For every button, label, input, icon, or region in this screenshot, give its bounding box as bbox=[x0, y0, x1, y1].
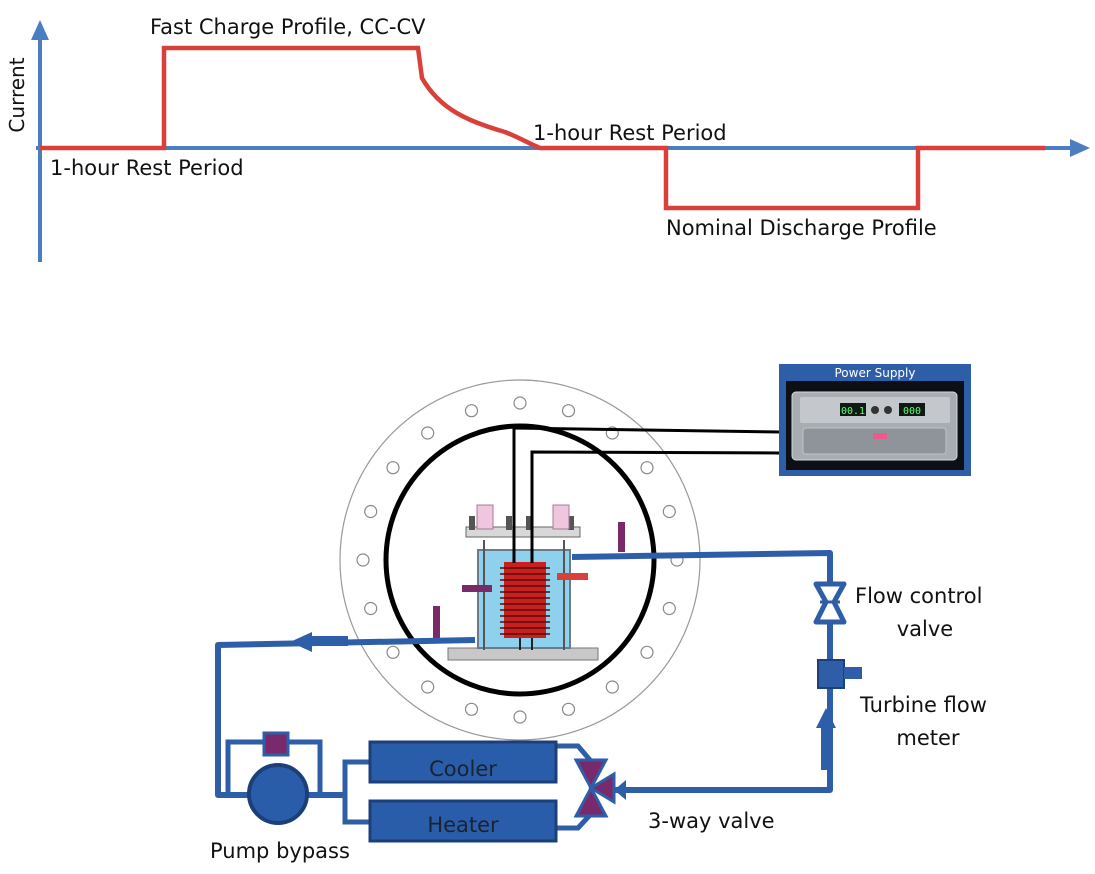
turbine-flow-meter bbox=[817, 659, 862, 689]
pipe-cooler-to-valve bbox=[556, 743, 592, 762]
chamber-inner-ring bbox=[383, 423, 657, 697]
power-supply-label: Power Supply bbox=[835, 366, 916, 380]
heater-label: Heater bbox=[427, 813, 499, 837]
bolt-hole bbox=[605, 680, 619, 694]
current-profile-trace bbox=[40, 45, 1045, 211]
sensor-inlet bbox=[433, 606, 440, 638]
display-left-value: 00.1 bbox=[841, 406, 865, 417]
pump-bypass-valve bbox=[262, 731, 290, 757]
flow-arrow-inlet-shaft bbox=[310, 636, 348, 646]
three-way-valve bbox=[573, 758, 616, 818]
flow-arrow-inlet bbox=[290, 632, 312, 652]
sensor-left bbox=[462, 585, 492, 592]
bolt-hole bbox=[356, 553, 370, 567]
current-profile-plot: Current 1-hour Rest Period Fast Charge P… bbox=[5, 15, 1090, 262]
bolt-hole bbox=[364, 601, 378, 616]
bolt-hole bbox=[561, 404, 576, 418]
terminal-left bbox=[476, 504, 494, 530]
bolt-hole bbox=[464, 404, 479, 418]
bolt-hole bbox=[561, 702, 576, 716]
power-lead-positive bbox=[512, 426, 781, 563]
segment-label-fast-charge: Fast Charge Profile, CC-CV bbox=[150, 15, 426, 39]
pump-bypass-label: Pump bypass bbox=[210, 839, 350, 863]
cooler-box bbox=[368, 740, 558, 784]
heater-box bbox=[368, 799, 558, 843]
flow-arrow-return-shaft bbox=[821, 726, 831, 770]
pipe-heater-to-valve bbox=[556, 813, 592, 831]
turbine-flow-meter-label-line2: meter bbox=[896, 726, 960, 750]
bolt-hole bbox=[464, 702, 479, 716]
knob-2 bbox=[884, 406, 892, 414]
sensor-right bbox=[557, 573, 588, 580]
turbine-flow-meter-label-line1: Turbine flow bbox=[859, 693, 987, 717]
power-switch bbox=[873, 433, 887, 439]
power-lead-negative bbox=[530, 450, 781, 563]
cooler-label: Cooler bbox=[429, 757, 497, 781]
bolt-hole bbox=[364, 504, 378, 519]
bolt-hole bbox=[640, 461, 654, 475]
sensor-outlet bbox=[618, 522, 625, 552]
power-supply-vent bbox=[802, 427, 947, 455]
terminal-right bbox=[552, 504, 570, 530]
bolt-hole bbox=[421, 426, 435, 440]
clamp-plate bbox=[465, 526, 581, 538]
pipe-return bbox=[614, 688, 833, 793]
display-right bbox=[899, 403, 925, 416]
x-axis-arrowhead bbox=[1070, 139, 1090, 157]
pipe-manifold-left bbox=[342, 759, 370, 825]
bolt-hole bbox=[421, 680, 435, 694]
flow-control-valve-label-line2: valve bbox=[897, 617, 953, 641]
display-right-value: 000 bbox=[903, 406, 921, 417]
flow-control-valve-label-line1: Flow control bbox=[855, 584, 982, 608]
knob-1 bbox=[871, 406, 879, 414]
test-loop-diagram: Power Supply 00.1 000 bbox=[210, 364, 987, 863]
bolt-hole bbox=[386, 461, 400, 475]
segment-label-rest-2: 1-hour Rest Period bbox=[533, 121, 727, 145]
bolt-hole bbox=[386, 645, 400, 659]
segment-label-rest-1: 1-hour Rest Period bbox=[50, 156, 244, 180]
cell-stack bbox=[500, 562, 550, 650]
base-plate bbox=[447, 647, 599, 661]
flow-arrow-return bbox=[816, 708, 836, 728]
flow-arrow-valve bbox=[614, 780, 626, 800]
y-axis-label: Current bbox=[5, 57, 29, 132]
three-way-valve-label: 3-way valve bbox=[648, 809, 775, 833]
segment-label-discharge: Nominal Discharge Profile bbox=[666, 216, 937, 240]
display-left bbox=[840, 403, 866, 416]
bolt-hole bbox=[662, 601, 676, 616]
bolt-hole bbox=[640, 645, 654, 659]
bolt-hole bbox=[513, 396, 527, 410]
bolt-hole bbox=[662, 504, 676, 519]
flow-control-valve bbox=[813, 581, 847, 625]
chamber-flange bbox=[339, 379, 701, 741]
power-supply: Power Supply 00.1 000 bbox=[779, 364, 971, 476]
y-axis-arrowhead bbox=[31, 20, 49, 40]
bolt-hole bbox=[513, 710, 527, 724]
clamp-bolts bbox=[469, 516, 574, 530]
pump bbox=[247, 731, 309, 825]
pipe-outlet bbox=[571, 550, 833, 660]
